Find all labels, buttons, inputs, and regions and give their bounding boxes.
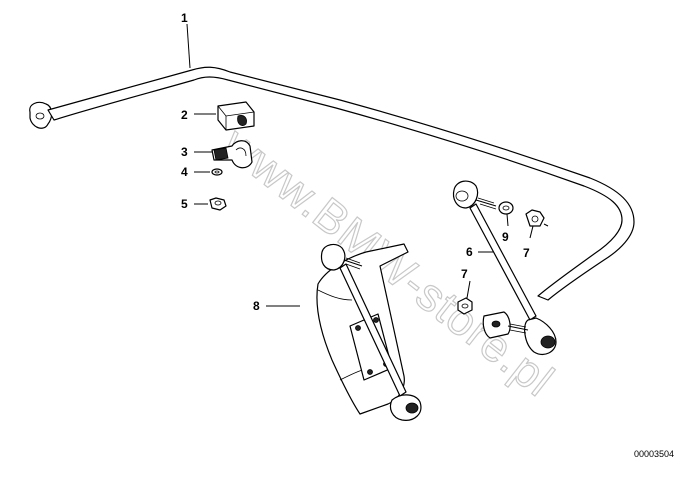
- washer: [211, 168, 223, 176]
- stabilizer-bar: [29, 66, 635, 301]
- self-locking-nut-upper: [525, 209, 549, 227]
- rubber-mounting: [217, 101, 255, 131]
- self-locking-nut-lower: [457, 297, 473, 315]
- stabilizer-link: [452, 180, 557, 355]
- leader-lines: [186, 23, 534, 307]
- callout-7-upper: 7: [523, 246, 530, 260]
- callout-8: 8: [253, 299, 260, 313]
- callout-5: 5: [181, 197, 188, 211]
- callout-1: 1: [181, 11, 188, 25]
- callout-2: 2: [181, 108, 188, 122]
- nut: [209, 197, 227, 211]
- document-number: 00003504: [634, 449, 674, 459]
- link-mount-bracket: [482, 311, 529, 339]
- bracket: [211, 140, 253, 169]
- callout-6: 6: [466, 245, 473, 259]
- callout-4: 4: [181, 165, 188, 179]
- washer-right: [498, 201, 514, 215]
- callout-7-lower: 7: [461, 267, 468, 281]
- callout-9: 9: [502, 230, 509, 244]
- link-with-shield: [316, 243, 422, 421]
- callout-3: 3: [181, 145, 188, 159]
